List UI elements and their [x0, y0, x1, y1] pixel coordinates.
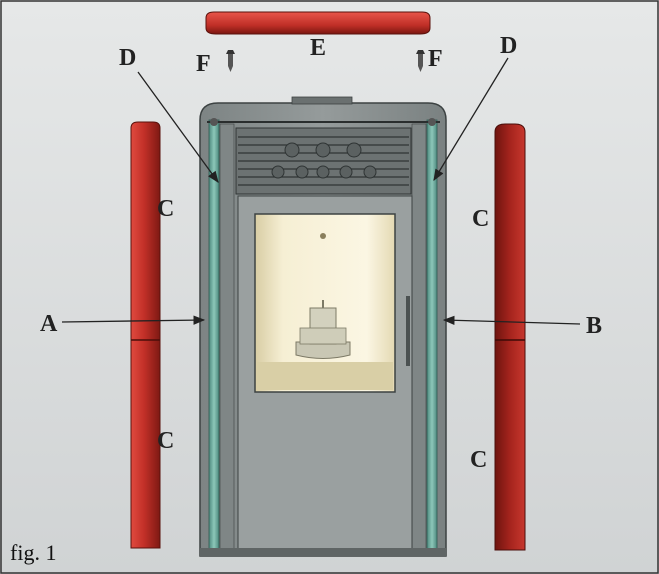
label-d-left: D	[119, 45, 136, 71]
label-a: A	[40, 311, 58, 337]
label-f-left: F	[196, 51, 211, 77]
label-e: E	[310, 35, 326, 61]
arrow-d-right	[433, 57, 509, 182]
burner-pot	[295, 341, 351, 359]
label-c-left-bottom: C	[157, 428, 174, 454]
left-side-panel-top	[130, 121, 161, 341]
figure-caption: fig. 1	[10, 540, 57, 565]
screw-right	[416, 50, 425, 72]
arrow-b	[442, 315, 581, 325]
right-frame-bracket	[426, 119, 438, 551]
left-frame-bracket	[208, 119, 220, 551]
right-side-panel-bottom	[494, 339, 526, 551]
label-d-right: D	[500, 33, 517, 59]
arrow-d-left	[137, 71, 219, 183]
screw-left	[226, 50, 235, 72]
label-f-right: F	[428, 46, 443, 72]
top-cover-panel	[205, 11, 431, 35]
label-c-right-bottom: C	[470, 447, 487, 473]
label-c-right-top: C	[472, 206, 489, 232]
arrow-a	[61, 315, 206, 325]
label-b: B	[586, 313, 602, 339]
label-c-left-top: C	[157, 196, 174, 222]
left-side-panel-bottom	[130, 339, 161, 549]
right-side-panel-top	[494, 123, 526, 341]
stove-body	[199, 96, 447, 557]
